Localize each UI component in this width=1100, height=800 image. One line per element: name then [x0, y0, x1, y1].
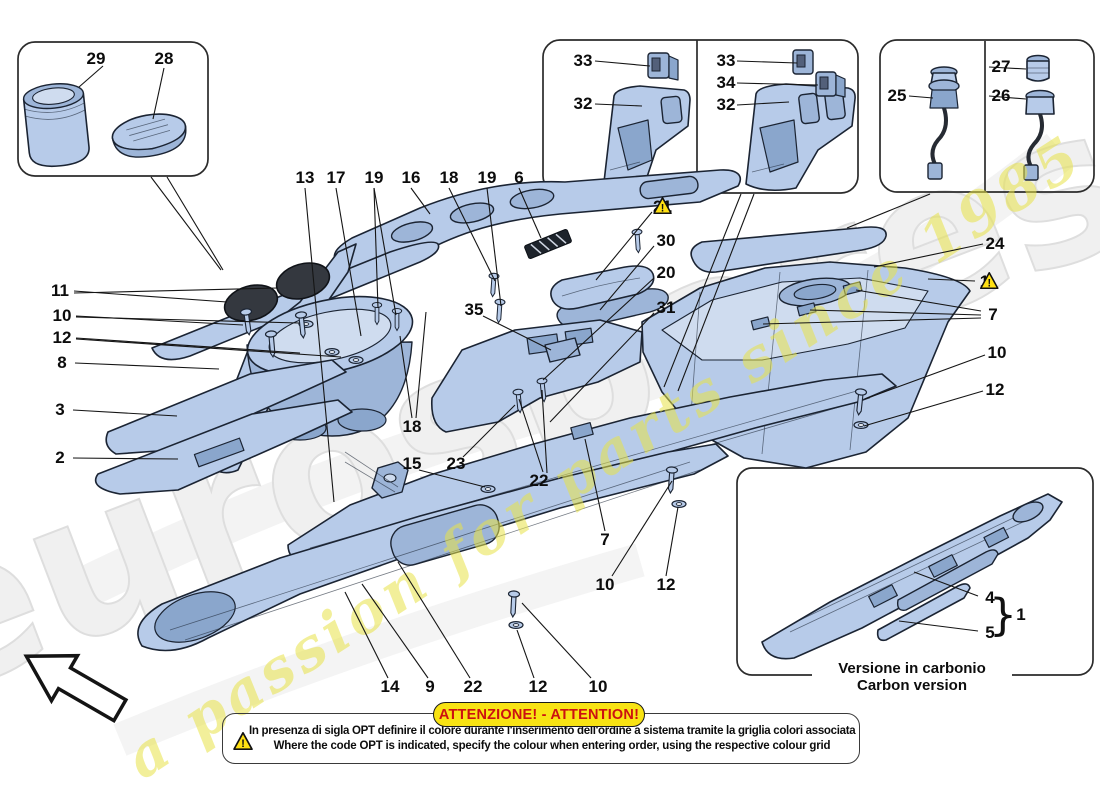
leader-line — [78, 65, 104, 88]
leader-lines — [72, 60, 1027, 679]
ashtray-part — [22, 83, 90, 168]
leader-line — [521, 602, 592, 679]
lower-tunnel-part — [137, 443, 729, 652]
leader-line — [594, 103, 643, 107]
switch-part-34-right — [815, 71, 846, 98]
carbon-side-strip-part-4 — [896, 549, 999, 611]
leader-line — [898, 620, 979, 632]
switch-part-33-left — [647, 52, 679, 81]
switch-part-33-right — [792, 49, 814, 75]
attention-line-english: Where the code OPT is indicated, specify… — [273, 740, 831, 752]
leader-line — [448, 187, 496, 282]
carbon-version-caption: Versione in carbonio Carbon version — [812, 660, 1012, 695]
carbon-tunnel-part — [761, 493, 1063, 660]
cup-holder-part — [246, 295, 414, 441]
leader-line — [665, 506, 679, 577]
leader-line — [373, 187, 397, 316]
leader-line — [595, 211, 653, 281]
leader-line — [418, 469, 486, 488]
side-trim-part — [151, 241, 440, 361]
leader-line — [397, 561, 471, 679]
power-socket-part — [1023, 89, 1055, 181]
leader-line — [152, 67, 165, 120]
attention-note-box: ! In presenza di sigla OPT definire il c… — [222, 713, 860, 764]
leader-line — [864, 354, 986, 400]
leader-line — [541, 389, 548, 474]
leader-line — [927, 278, 976, 282]
leader-line — [663, 193, 742, 388]
leader-line — [74, 362, 220, 370]
leader-line — [855, 289, 982, 312]
leader-line — [913, 571, 979, 597]
leader-line — [518, 398, 544, 473]
leader-line — [72, 409, 178, 417]
leader-line — [482, 315, 552, 351]
attention-title-pill: ATTENZIONE! - ATTENTION! — [433, 702, 645, 727]
leader-line — [863, 390, 984, 427]
leader-line — [410, 187, 431, 215]
leader-line — [373, 187, 379, 309]
lighter-inset-box — [879, 39, 1095, 193]
rubber-disc-parts — [223, 262, 331, 322]
leader-line — [736, 60, 798, 64]
leader-line — [736, 101, 790, 106]
leader-line — [415, 311, 427, 419]
tunnel-top-trim-part — [333, 169, 742, 276]
leader-line — [75, 316, 300, 324]
svg-text:!: ! — [241, 738, 245, 750]
mid-mounting-plate-part — [430, 319, 643, 433]
attention-line-italian: In presenza di sigla OPT definire il col… — [249, 725, 856, 737]
leader-line — [304, 187, 335, 503]
leader-line — [72, 457, 179, 460]
leader-line — [908, 95, 934, 99]
leader-line — [73, 287, 278, 294]
leader-line — [75, 337, 301, 354]
leader-line — [486, 187, 502, 307]
carbon-caption-italian: Versione in carbonio — [838, 660, 986, 677]
ashtray-lid-part — [111, 113, 187, 158]
watermark-swoosh — [50, 133, 1074, 756]
leader-line — [166, 176, 224, 271]
ribbed-strip-part — [524, 228, 572, 260]
ashtray-inset-box — [17, 41, 209, 177]
leader-line — [988, 66, 1027, 70]
lighter-cap-part — [1026, 54, 1050, 82]
tray-part-2 — [94, 399, 353, 495]
direction-arrow — [23, 653, 129, 724]
leader-line — [462, 404, 516, 458]
leader-line — [988, 95, 1027, 100]
leader-line — [518, 187, 542, 239]
tray-part-3 — [105, 359, 347, 455]
rear-console-panel-right — [745, 83, 856, 192]
leader-line — [335, 187, 362, 337]
leader-line — [344, 591, 389, 679]
carbon-side-strip-part-5 — [876, 583, 971, 642]
cigar-lighter-part — [927, 66, 960, 180]
leader-line — [809, 309, 982, 316]
rear-console-panel-left — [603, 85, 691, 190]
leader-line — [736, 82, 819, 86]
inset-box-frames — [17, 39, 1095, 676]
parcel-lid-part — [690, 226, 887, 274]
leader-line — [361, 583, 429, 679]
leader-line — [584, 438, 606, 532]
leader-line — [549, 312, 655, 423]
leader-line — [762, 317, 982, 325]
leader-line — [677, 193, 755, 392]
leader-line — [75, 338, 342, 358]
leader-line — [599, 245, 655, 311]
leader-line — [399, 335, 413, 419]
leader-line — [873, 243, 984, 268]
leader-line — [611, 480, 673, 577]
leader-line — [516, 629, 535, 679]
leader-line — [542, 277, 655, 381]
leader-line — [150, 176, 222, 271]
leader-line — [846, 193, 931, 229]
leader-line — [594, 60, 651, 67]
carbon-caption-english: Carbon version — [856, 677, 968, 695]
